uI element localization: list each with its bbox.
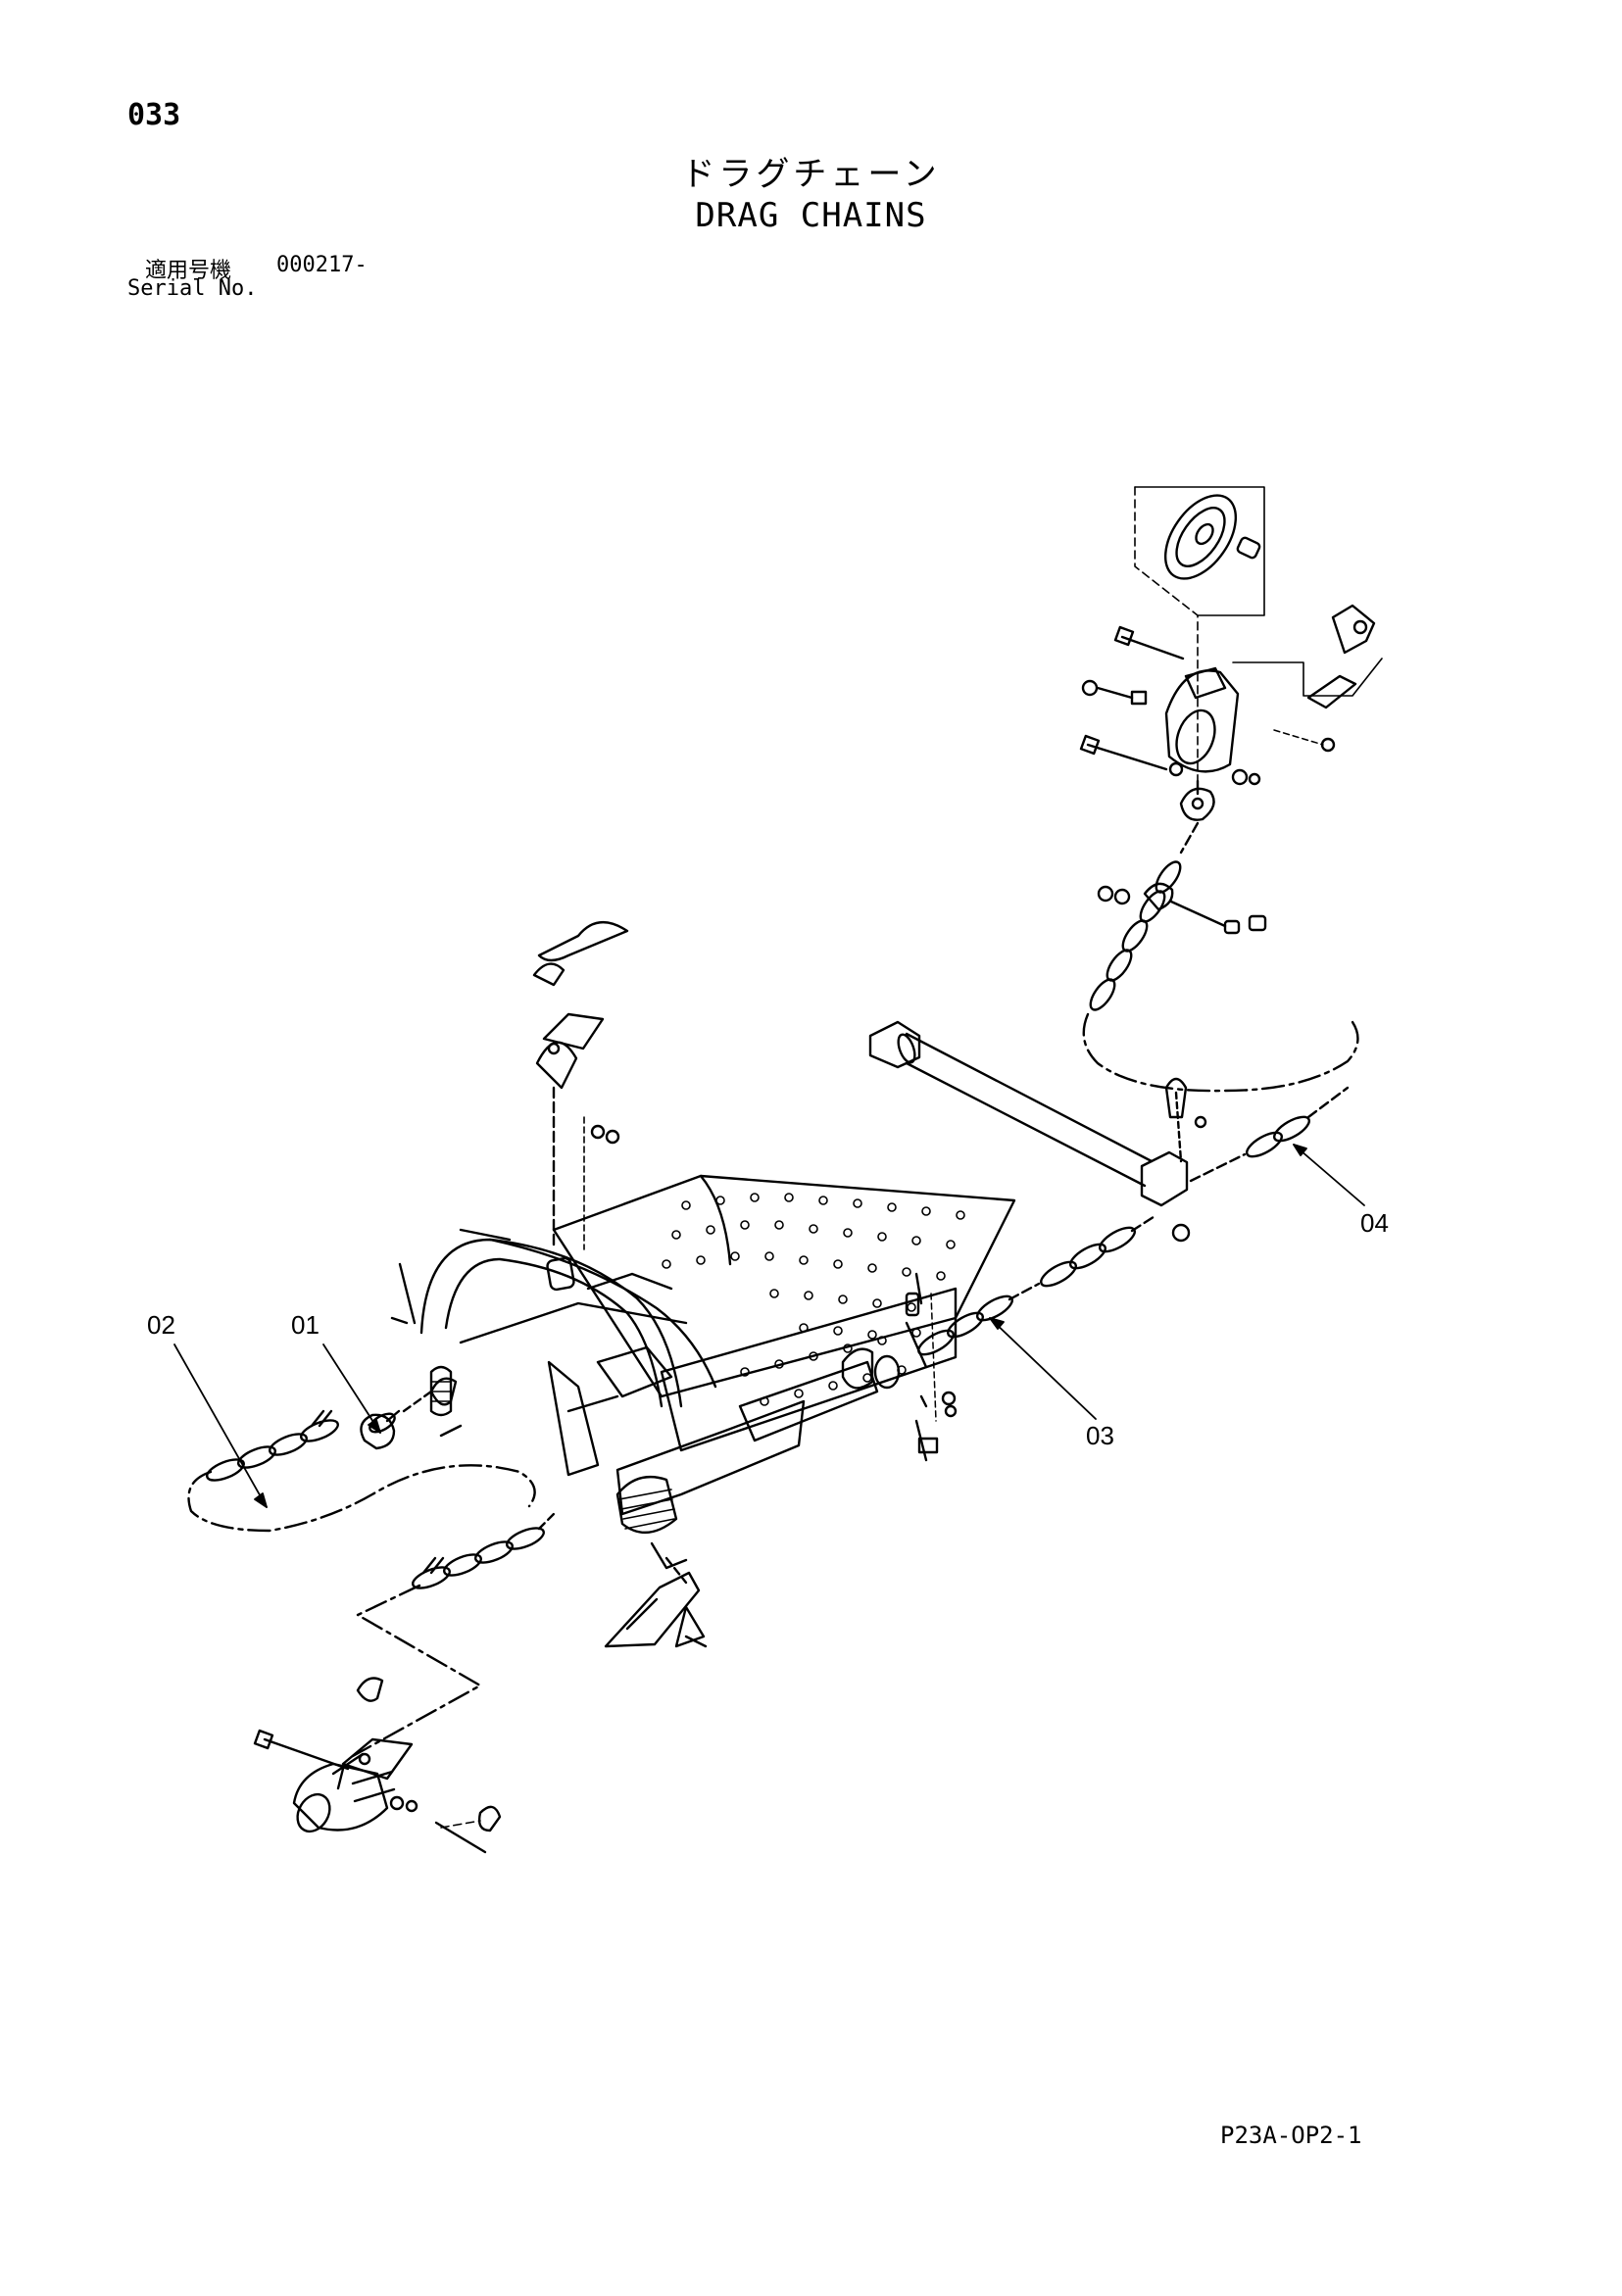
page-number: 033 — [127, 98, 181, 132]
chain-02 — [187, 1409, 556, 1758]
leader-line-01 — [322, 1343, 381, 1434]
chain-04 — [1189, 1086, 1350, 1183]
callout-label-04: 04 — [1360, 1208, 1389, 1238]
leader-line-04 — [1293, 1144, 1365, 1206]
frame-assembly — [390, 921, 1016, 1648]
callout-label-01: 01 — [291, 1310, 319, 1340]
callout-label-03: 03 — [1086, 1421, 1114, 1450]
title-english: DRAG CHAINS — [695, 196, 927, 235]
title-japanese: ドラグチェーン — [681, 155, 941, 194]
shackle-01 — [360, 1377, 458, 1450]
leader-line-03 — [989, 1317, 1097, 1420]
lower-left-bracket-assembly — [253, 1677, 502, 1854]
pulley-assembly — [1079, 486, 1383, 935]
serial-label-japanese: 適用号機 — [145, 259, 232, 283]
leader-line-02 — [173, 1343, 268, 1508]
plate-holes — [662, 1193, 965, 1340]
callout-label-02: 02 — [147, 1310, 175, 1340]
drawing-code: P23A-OP2-1 — [1220, 2122, 1362, 2149]
serial-label-english: Serial No. — [127, 276, 258, 301]
cross-tube — [868, 1020, 1207, 1243]
chain-03 — [917, 1213, 1158, 1356]
upper-chain-link-group — [1082, 860, 1359, 1093]
leader-lines — [173, 1144, 1365, 1508]
serial-value: 000217- — [276, 253, 368, 277]
